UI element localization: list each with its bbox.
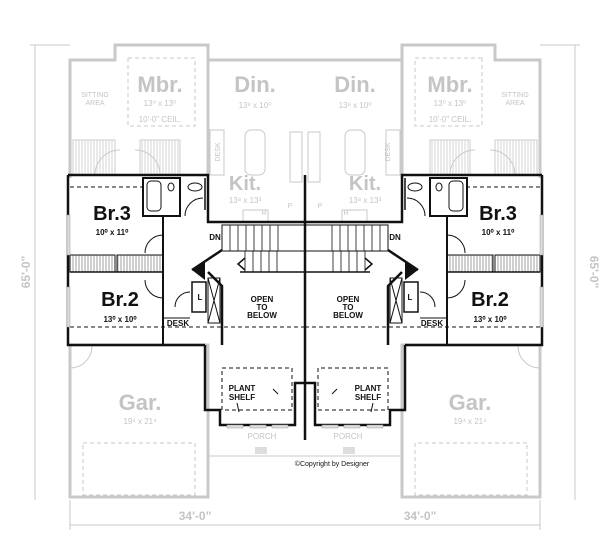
right-din-size: 13⁸ x 10⁰ [339, 101, 372, 110]
right-open-to-below-label-3: BELOW [333, 311, 363, 320]
left-din-label: Din. [234, 72, 276, 97]
left-porch-label: PORCH [248, 432, 277, 441]
right-garage-label: Gar. [449, 390, 492, 415]
right-garage-size: 19⁴ x 21⁴ [453, 417, 487, 426]
left-garage-label: Gar. [119, 390, 162, 415]
left-linen-label: L [198, 293, 203, 302]
left-br2-label: Br.2 [101, 289, 139, 311]
right-linen-label: L [408, 293, 413, 302]
right-br2-label: Br.2 [471, 289, 509, 311]
left-pantry-label: P [288, 203, 293, 210]
left-kit-label: Kit. [229, 173, 261, 195]
right-br3-label: Br.3 [479, 203, 517, 225]
left-stair-down-label: DN [209, 233, 221, 242]
left-open-to-below-label-3: BELOW [247, 311, 277, 320]
width-dimension-right: 34'-0" [404, 509, 437, 523]
left-mbr-label: Mbr. [137, 72, 182, 97]
left-mbr-ceiling: 10'-0" CEIL. [139, 115, 182, 124]
left-kit-size: 13⁸ x 13³ [229, 196, 262, 205]
copyright-text: ©Copyright by Designer [295, 460, 370, 468]
right-plant-shelf-label: PLANT [355, 384, 382, 393]
right-open-to-below-label-2: TO [343, 303, 354, 312]
left-open-to-below-label: OPEN [251, 295, 274, 304]
right-open-to-below-label: OPEN [337, 295, 360, 304]
right-kit-size: 13⁸ x 13³ [349, 196, 382, 205]
right-upper-desk-label: DESK [385, 142, 392, 161]
right-sitting-label: SITTING [501, 92, 529, 99]
right-sitting-label-2: AREA [505, 100, 524, 107]
right-stair-down-label: DN [389, 233, 401, 242]
depth-dimension-right: 65'-0" [587, 256, 600, 289]
left-sitting-label: SITTING [81, 92, 109, 99]
right-range-label: R [343, 210, 348, 217]
left-desk-label: DESK [167, 319, 189, 328]
right-mbr-size: 13⁰ x 13⁰ [434, 99, 467, 108]
right-kit-label: Kit. [349, 173, 381, 195]
left-sitting-label-2: AREA [85, 100, 104, 107]
left-plant-shelf-label: PLANT [229, 384, 256, 393]
left-br2-size: 13⁰ x 10⁰ [103, 315, 137, 324]
right-porch-label: PORCH [334, 432, 363, 441]
left-mbr-size: 13⁰ x 13⁰ [144, 99, 177, 108]
left-range-label: R [261, 210, 266, 217]
left-br3-size: 10⁰ x 11⁰ [96, 228, 129, 237]
right-din-label: Din. [334, 72, 376, 97]
left-din-size: 13⁸ x 10⁰ [239, 101, 272, 110]
right-br3-size: 10⁰ x 11⁰ [482, 228, 515, 237]
left-plant-shelf-label-2: SHELF [229, 393, 255, 402]
right-mbr-label: Mbr. [427, 72, 472, 97]
left-garage-size: 19⁴ x 21⁴ [123, 417, 157, 426]
depth-dimension-left: 65'-0" [19, 256, 33, 289]
left-open-to-below-label-2: TO [257, 303, 268, 312]
left-upper-desk-label: DESK [215, 142, 222, 161]
right-mbr-ceiling: 10'-0" CEIL. [429, 115, 472, 124]
width-dimension-left: 34'-0" [179, 509, 212, 523]
right-desk-label: DESK [421, 319, 443, 328]
right-plant-shelf-label-2: SHELF [355, 393, 381, 402]
right-pantry-label: P [318, 203, 323, 210]
right-br2-size: 13⁰ x 10⁰ [473, 315, 507, 324]
left-br3-label: Br.3 [93, 203, 131, 225]
